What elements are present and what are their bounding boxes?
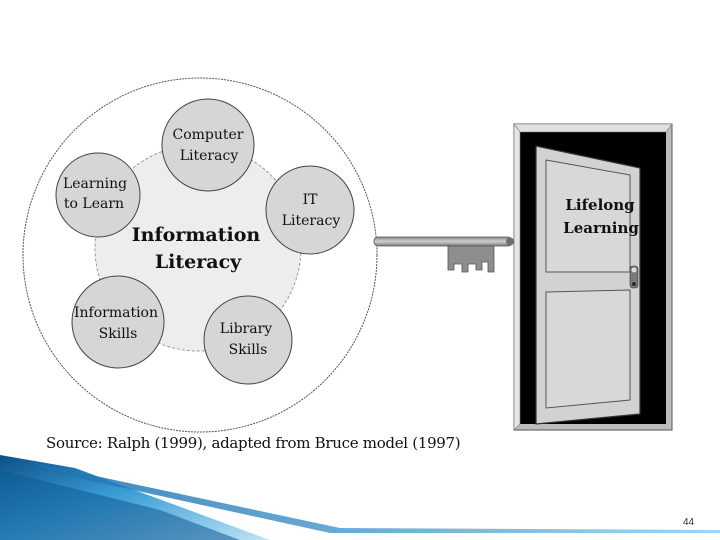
node-library-skills: Library Skills bbox=[203, 295, 293, 385]
node-learning-to-learn-line-1: Learning bbox=[63, 176, 127, 192]
source-caption: Source: Ralph (1999), adapted from Bruce… bbox=[46, 434, 461, 452]
outer-circle bbox=[22, 77, 378, 433]
node-learning-to-learn-circle bbox=[55, 152, 141, 238]
node-learning-to-learn: Learning to Learn bbox=[55, 152, 141, 238]
key-icon bbox=[373, 236, 514, 273]
node-it-literacy-line-1: IT bbox=[303, 192, 319, 208]
node-information-skills: Information Skills bbox=[71, 275, 165, 369]
node-learning-to-learn-line-2: to Learn bbox=[64, 196, 124, 212]
door-label-line-1: Lifelong bbox=[565, 196, 635, 214]
node-it-literacy-line-2: Literacy bbox=[282, 213, 341, 229]
node-library-skills-circle bbox=[203, 295, 293, 385]
node-it-literacy-circle bbox=[265, 165, 355, 255]
door-label-line-2: Learning bbox=[563, 219, 639, 237]
center-label: Information Literacy bbox=[132, 224, 261, 273]
node-information-skills-line-1: Information bbox=[74, 305, 158, 321]
node-information-skills-line-2: Skills bbox=[99, 326, 138, 342]
footer-swoosh bbox=[0, 455, 720, 540]
node-library-skills-line-1: Library bbox=[220, 321, 272, 337]
center-label-line-1: Information bbox=[132, 224, 261, 246]
node-computer-literacy-line-1: Computer bbox=[173, 127, 244, 143]
node-computer-literacy: Computer Literacy bbox=[161, 98, 255, 192]
node-computer-literacy-line-2: Literacy bbox=[180, 148, 239, 164]
page-number: 44 bbox=[683, 517, 695, 528]
node-computer-literacy-circle bbox=[161, 98, 255, 192]
door-icon: Lifelong Learning bbox=[513, 123, 673, 431]
node-library-skills-line-2: Skills bbox=[229, 342, 268, 358]
center-label-line-2: Literacy bbox=[155, 251, 242, 273]
node-information-skills-circle bbox=[71, 275, 165, 369]
node-it-literacy: IT Literacy bbox=[265, 165, 355, 255]
